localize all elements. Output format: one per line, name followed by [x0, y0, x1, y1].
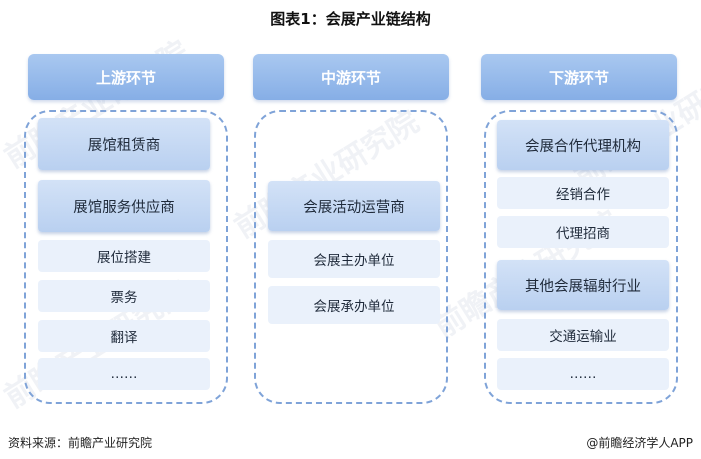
- downstream-item: 其他会展辐射行业: [497, 260, 669, 310]
- downstream-frame: [484, 110, 678, 404]
- upstream-frame: [24, 110, 228, 404]
- upstream-item: 展馆服务供应商: [38, 180, 210, 232]
- downstream-header: 下游环节: [481, 54, 677, 100]
- downstream-item: 代理招商: [497, 216, 669, 248]
- midstream-item: 会展活动运营商: [268, 181, 440, 231]
- downstream-item: 会展合作代理机构: [497, 120, 669, 170]
- midstream-frame: [254, 110, 448, 404]
- upstream-item: 展位搭建: [38, 240, 210, 272]
- chart-title: 图表1：会展产业链结构: [270, 10, 431, 28]
- downstream-item: 交通运输业: [497, 319, 669, 351]
- upstream-item: 展馆租赁商: [38, 118, 210, 170]
- source-note: 资料来源：前瞻产业研究院: [8, 436, 153, 450]
- upstream-header: 上游环节: [28, 54, 224, 100]
- upstream-item: ……: [38, 358, 210, 390]
- midstream-item: 会展主办单位: [268, 240, 440, 278]
- downstream-item: ……: [497, 358, 669, 390]
- brand-note: @前瞻经济学人APP: [586, 436, 693, 450]
- upstream-item: 翻译: [38, 320, 210, 352]
- midstream-item: 会展承办单位: [268, 286, 440, 324]
- midstream-header: 中游环节: [253, 54, 449, 100]
- downstream-item: 经销合作: [497, 177, 669, 209]
- upstream-item: 票务: [38, 280, 210, 312]
